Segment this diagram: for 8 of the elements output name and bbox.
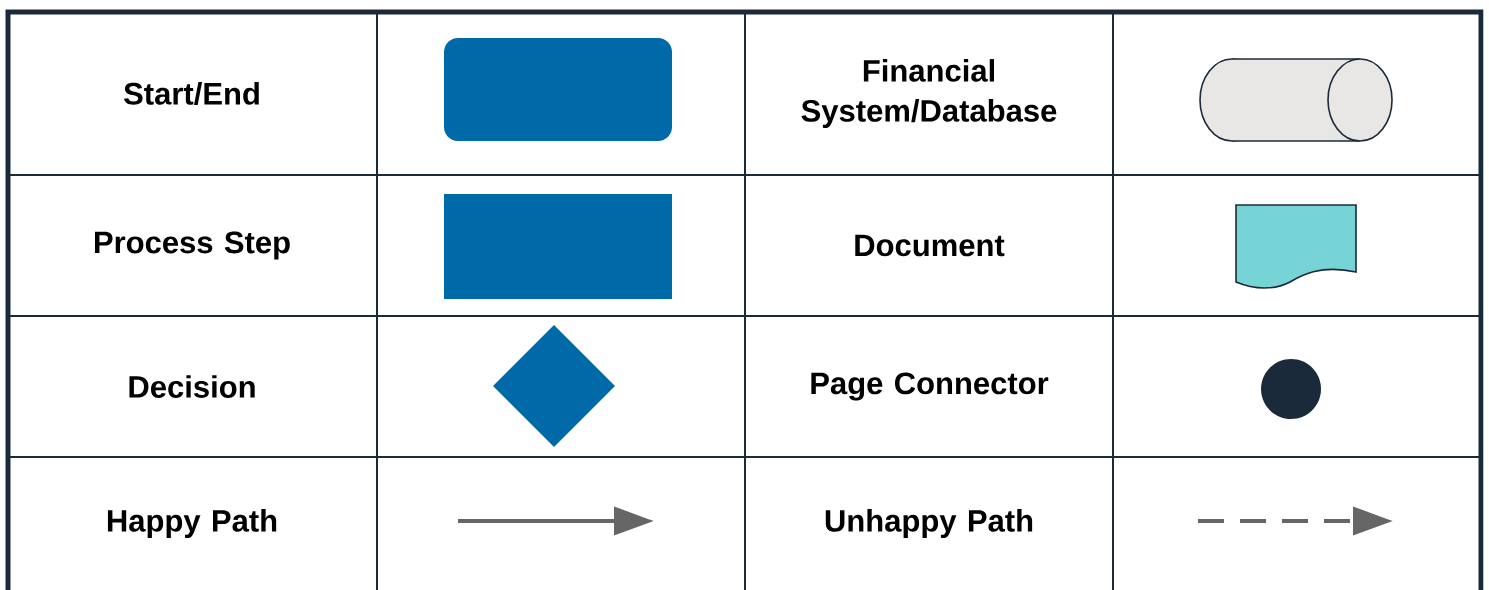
legend-label: Process Step [95, 231, 290, 260]
legend-label: Happy Path [107, 509, 277, 538]
legend-label: Financial System/Database [801, 59, 1057, 128]
legend-label: Document [855, 234, 1005, 257]
legend-label: Decision [129, 375, 255, 398]
legend-label: Page Connector [811, 372, 1049, 401]
legend-label: Unhappy Path [825, 509, 1033, 538]
legend-label: Start/End [124, 81, 259, 106]
